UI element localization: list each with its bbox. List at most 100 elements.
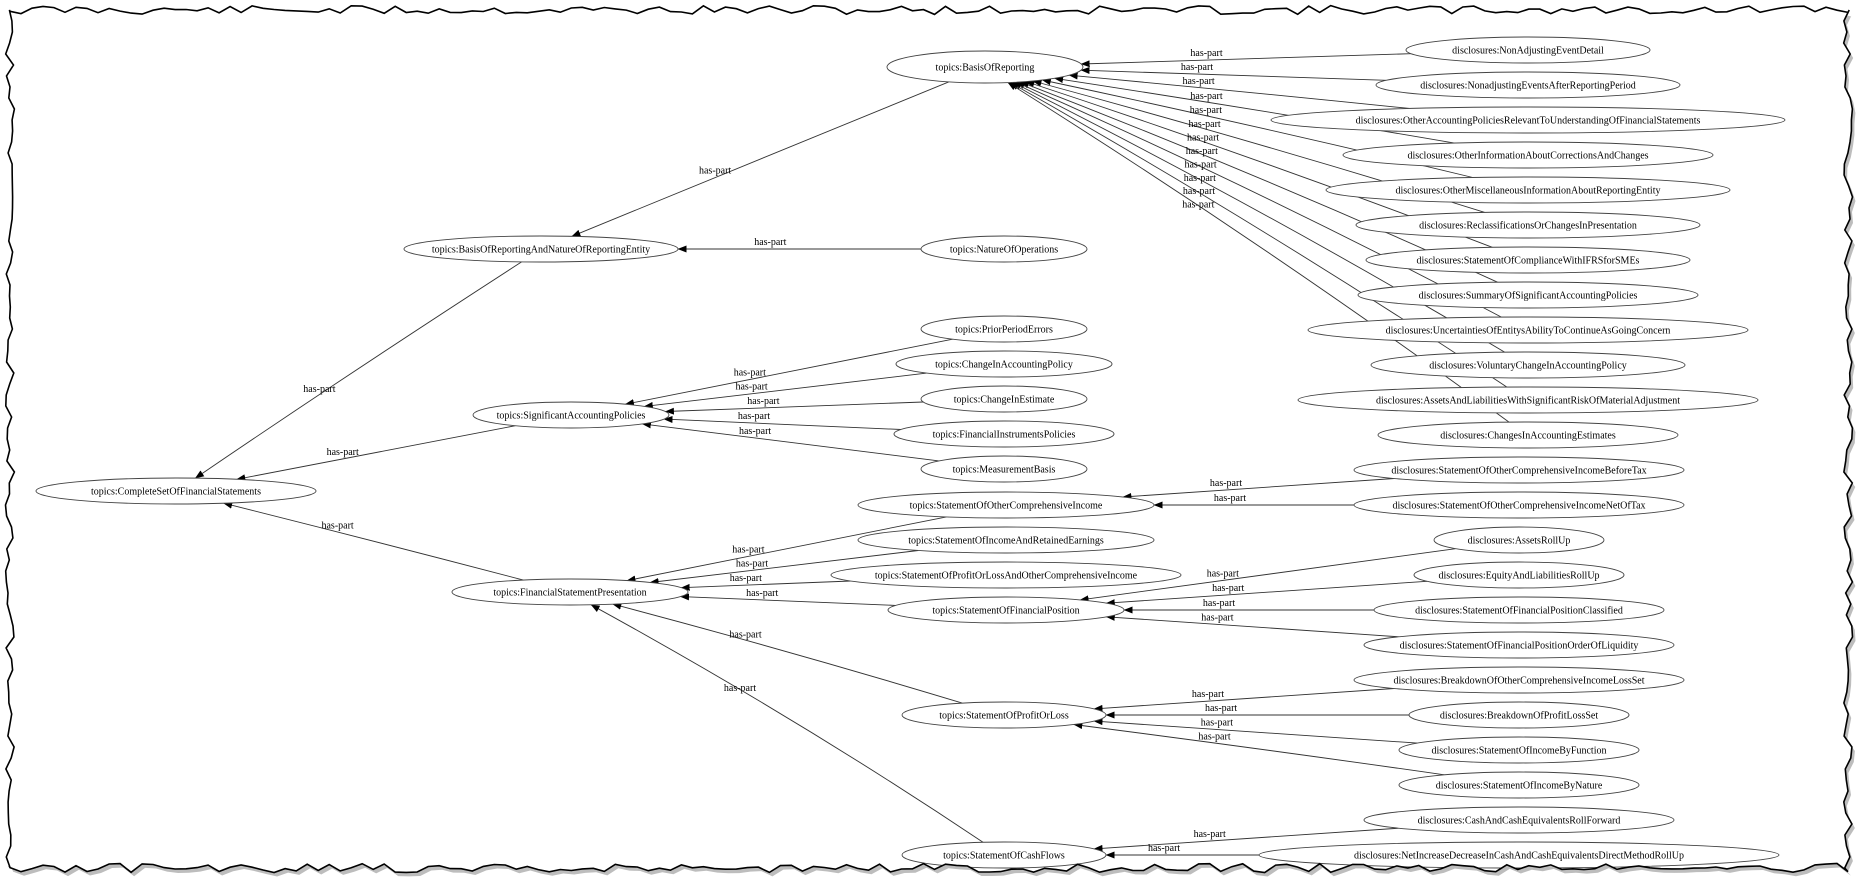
node-oci[interactable]: topics:StatementOfOtherComprehensiveInco… [857, 491, 1155, 519]
edge-nonadj-detail-to-basis [1080, 53, 1411, 68]
node-ellipse [1258, 841, 1780, 869]
node-ellipse [1370, 351, 1686, 379]
node-label: disclosures:AssetsAndLiabilitiesWithSign… [1376, 396, 1680, 407]
node-other-misc[interactable]: disclosures:OtherMiscellaneousInformatio… [1325, 176, 1731, 204]
node-label: disclosures:CashAndCashEquivalentsRollFo… [1418, 816, 1621, 827]
node-nonadj-after[interactable]: disclosures:NonadjustingEventsAfterRepor… [1375, 71, 1681, 99]
edge-fin-instr-to-sig-policies [663, 415, 901, 430]
node-cash-roll-fwd[interactable]: disclosures:CashAndCashEquivalentsRollFo… [1363, 806, 1675, 834]
node-chg-policy[interactable]: topics:ChangeInAccountingPolicy [895, 350, 1113, 378]
node-ellipse [1363, 631, 1675, 659]
node-profit-loss-oci[interactable]: topics:StatementOfProfitOrLossAndOtherCo… [830, 561, 1182, 589]
node-ellipse [901, 701, 1107, 729]
node-oci-before-tax[interactable]: disclosures:StatementOfOtherComprehensiv… [1353, 456, 1685, 484]
node-complete[interactable]: topics:CompleteSetOfFinancialStatements [35, 477, 317, 505]
node-chg-estimate[interactable]: topics:ChangeInEstimate [920, 385, 1088, 413]
node-ellipse [451, 578, 689, 606]
edge-label: has-part [699, 166, 731, 177]
node-compliance[interactable]: disclosures:StatementOfComplianceWithIFR… [1365, 246, 1691, 274]
node-ellipse [1353, 491, 1685, 519]
node-income-by-function[interactable]: disclosures:StatementOfIncomeByFunction [1398, 736, 1640, 764]
node-profit-loss[interactable]: topics:StatementOfProfitOrLoss [901, 701, 1107, 729]
node-breakdown-pl[interactable]: disclosures:BreakdownOfProfitLossSet [1408, 701, 1630, 729]
node-net-inc-dec[interactable]: disclosures:NetIncreaseDecreaseInCashAnd… [1258, 841, 1780, 869]
node-ellipse [920, 385, 1088, 413]
node-basis[interactable]: topics:BasisOfReporting [886, 50, 1084, 84]
node-label: disclosures:AssetsRollUp [1468, 536, 1571, 547]
node-assets-roll[interactable]: disclosures:AssetsRollUp [1433, 526, 1605, 554]
edge-sig-policies-to-complete [236, 425, 516, 482]
edge-income-by-function-to-profit-loss [1093, 718, 1418, 744]
node-fin-stmt-pres[interactable]: topics:FinancialStatementPresentation [451, 578, 689, 606]
node-basis-nature[interactable]: topics:BasisOfReportingAndNatureOfReport… [403, 235, 679, 263]
edge-label: has-part [736, 558, 768, 569]
node-ellipse [1398, 736, 1640, 764]
nodes-layer: topics:BasisOfReporting disclosures:NonAd… [35, 36, 1786, 869]
node-label: topics:BasisOfReportingAndNatureOfReport… [432, 245, 650, 256]
node-fin-pos-liq[interactable]: disclosures:StatementOfFinancialPosition… [1363, 631, 1675, 659]
edge-label: has-part [754, 237, 786, 248]
node-prior-err[interactable]: topics:PriorPeriodErrors [920, 315, 1088, 343]
node-summary[interactable]: disclosures:SummaryOfSignificantAccounti… [1357, 281, 1699, 309]
node-label: disclosures:EquityAndLiabilitiesRollUp [1438, 571, 1599, 582]
node-other-info-corr[interactable]: disclosures:OtherInformationAboutCorrect… [1342, 141, 1714, 169]
node-fin-pos[interactable]: topics:StatementOfFinancialPosition [887, 596, 1125, 624]
node-label: disclosures:StatementOfIncomeByNature [1436, 781, 1603, 792]
edge-income-retained-to-fin-stmt-pres [649, 550, 919, 585]
edge-label: has-part [321, 520, 353, 531]
edge-label: has-part [729, 630, 761, 641]
node-ellipse [895, 350, 1113, 378]
edge-label: has-part [732, 544, 764, 555]
edge-label: has-part [738, 411, 770, 422]
node-label: topics:CompleteSetOfFinancialStatements [91, 487, 261, 498]
edge-label: has-part [1214, 493, 1246, 504]
node-other-acct-pol[interactable]: disclosures:OtherAccountingPoliciesRelev… [1270, 106, 1786, 134]
edge-label: has-part [1207, 568, 1239, 579]
node-reclass[interactable]: disclosures:ReclassificationsOrChangesIn… [1355, 211, 1701, 239]
node-label: disclosures:OtherMiscellaneousInformatio… [1396, 186, 1661, 197]
edge-label: has-part [1212, 583, 1244, 594]
node-label: topics:ChangeInAccountingPolicy [935, 360, 1073, 371]
node-income-by-nature[interactable]: disclosures:StatementOfIncomeByNature [1398, 771, 1640, 799]
node-nonadj-detail[interactable]: disclosures:NonAdjustingEventDetail [1405, 36, 1651, 64]
node-oci-net-tax[interactable]: disclosures:StatementOfOtherComprehensiv… [1353, 491, 1685, 519]
node-income-retained[interactable]: topics:StatementOfIncomeAndRetainedEarni… [857, 526, 1155, 554]
node-fin-instr[interactable]: topics:FinancialInstrumentsPolicies [893, 420, 1115, 448]
node-voluntary[interactable]: disclosures:VoluntaryChangeInAccountingP… [1370, 351, 1686, 379]
node-fin-pos-class[interactable]: disclosures:StatementOfFinancialPosition… [1373, 596, 1665, 624]
edge-voluntary-to-basis [1012, 81, 1505, 353]
edge-fin-stmt-pres-to-complete [223, 501, 524, 581]
node-label: disclosures:VoluntaryChangeInAccountingP… [1429, 361, 1627, 372]
node-uncertainties[interactable]: disclosures:UncertaintiesOfEntitysAbilit… [1307, 316, 1749, 344]
node-meas-basis[interactable]: topics:MeasurementBasis [920, 455, 1088, 483]
node-equity-liab-roll[interactable]: disclosures:EquityAndLiabilitiesRollUp [1413, 561, 1625, 589]
node-ellipse [1433, 526, 1605, 554]
edge-label: has-part [1184, 159, 1216, 170]
edge-label: has-part [1190, 105, 1222, 116]
node-ellipse [857, 526, 1155, 554]
node-label: topics:FinancialInstrumentsPolicies [933, 430, 1076, 441]
edge-label: has-part [746, 588, 778, 599]
edge-income-by-nature-to-profit-loss [1073, 722, 1445, 776]
node-ellipse [1353, 456, 1685, 484]
node-ellipse [901, 841, 1107, 869]
edge-basis-to-basis-nature [571, 81, 949, 237]
node-ellipse [1342, 141, 1714, 169]
edge-label: has-part [1203, 598, 1235, 609]
node-nature-ops[interactable]: topics:NatureOfOperations [920, 235, 1088, 263]
edge-label: has-part [1198, 732, 1230, 743]
node-ellipse [35, 477, 317, 505]
node-sig-policies[interactable]: topics:SignificantAccountingPolicies [472, 401, 670, 429]
node-breakdown-oci[interactable]: disclosures:BreakdownOfOtherComprehensiv… [1353, 666, 1685, 694]
edge-label: has-part [303, 384, 335, 395]
edge-label: has-part [747, 396, 779, 407]
node-label: topics:StatementOfCashFlows [943, 851, 1065, 862]
node-label: topics:MeasurementBasis [953, 465, 1056, 476]
edge-chg-estimate-to-sig-policies [664, 401, 924, 415]
node-label: topics:ChangeInEstimate [954, 395, 1055, 406]
node-changes-est[interactable]: disclosures:ChangesInAccountingEstimates [1377, 421, 1679, 449]
edge-label: has-part [734, 368, 766, 379]
node-assets-liab-risk[interactable]: disclosures:AssetsAndLiabilitiesWithSign… [1297, 386, 1759, 414]
node-cash-flows[interactable]: topics:StatementOfCashFlows [901, 841, 1107, 869]
